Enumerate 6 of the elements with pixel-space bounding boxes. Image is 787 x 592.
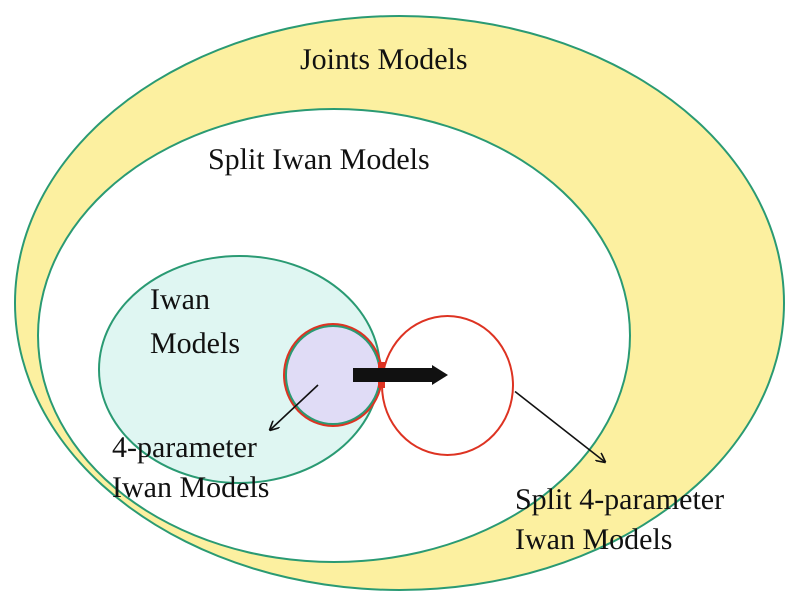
set-label: Split Iwan Models (208, 142, 430, 178)
set-label: Iwan Models (150, 282, 241, 362)
arrow (268, 384, 319, 432)
arrow (514, 390, 607, 464)
circle (285, 325, 381, 425)
set-label: Joints Models (300, 42, 468, 78)
